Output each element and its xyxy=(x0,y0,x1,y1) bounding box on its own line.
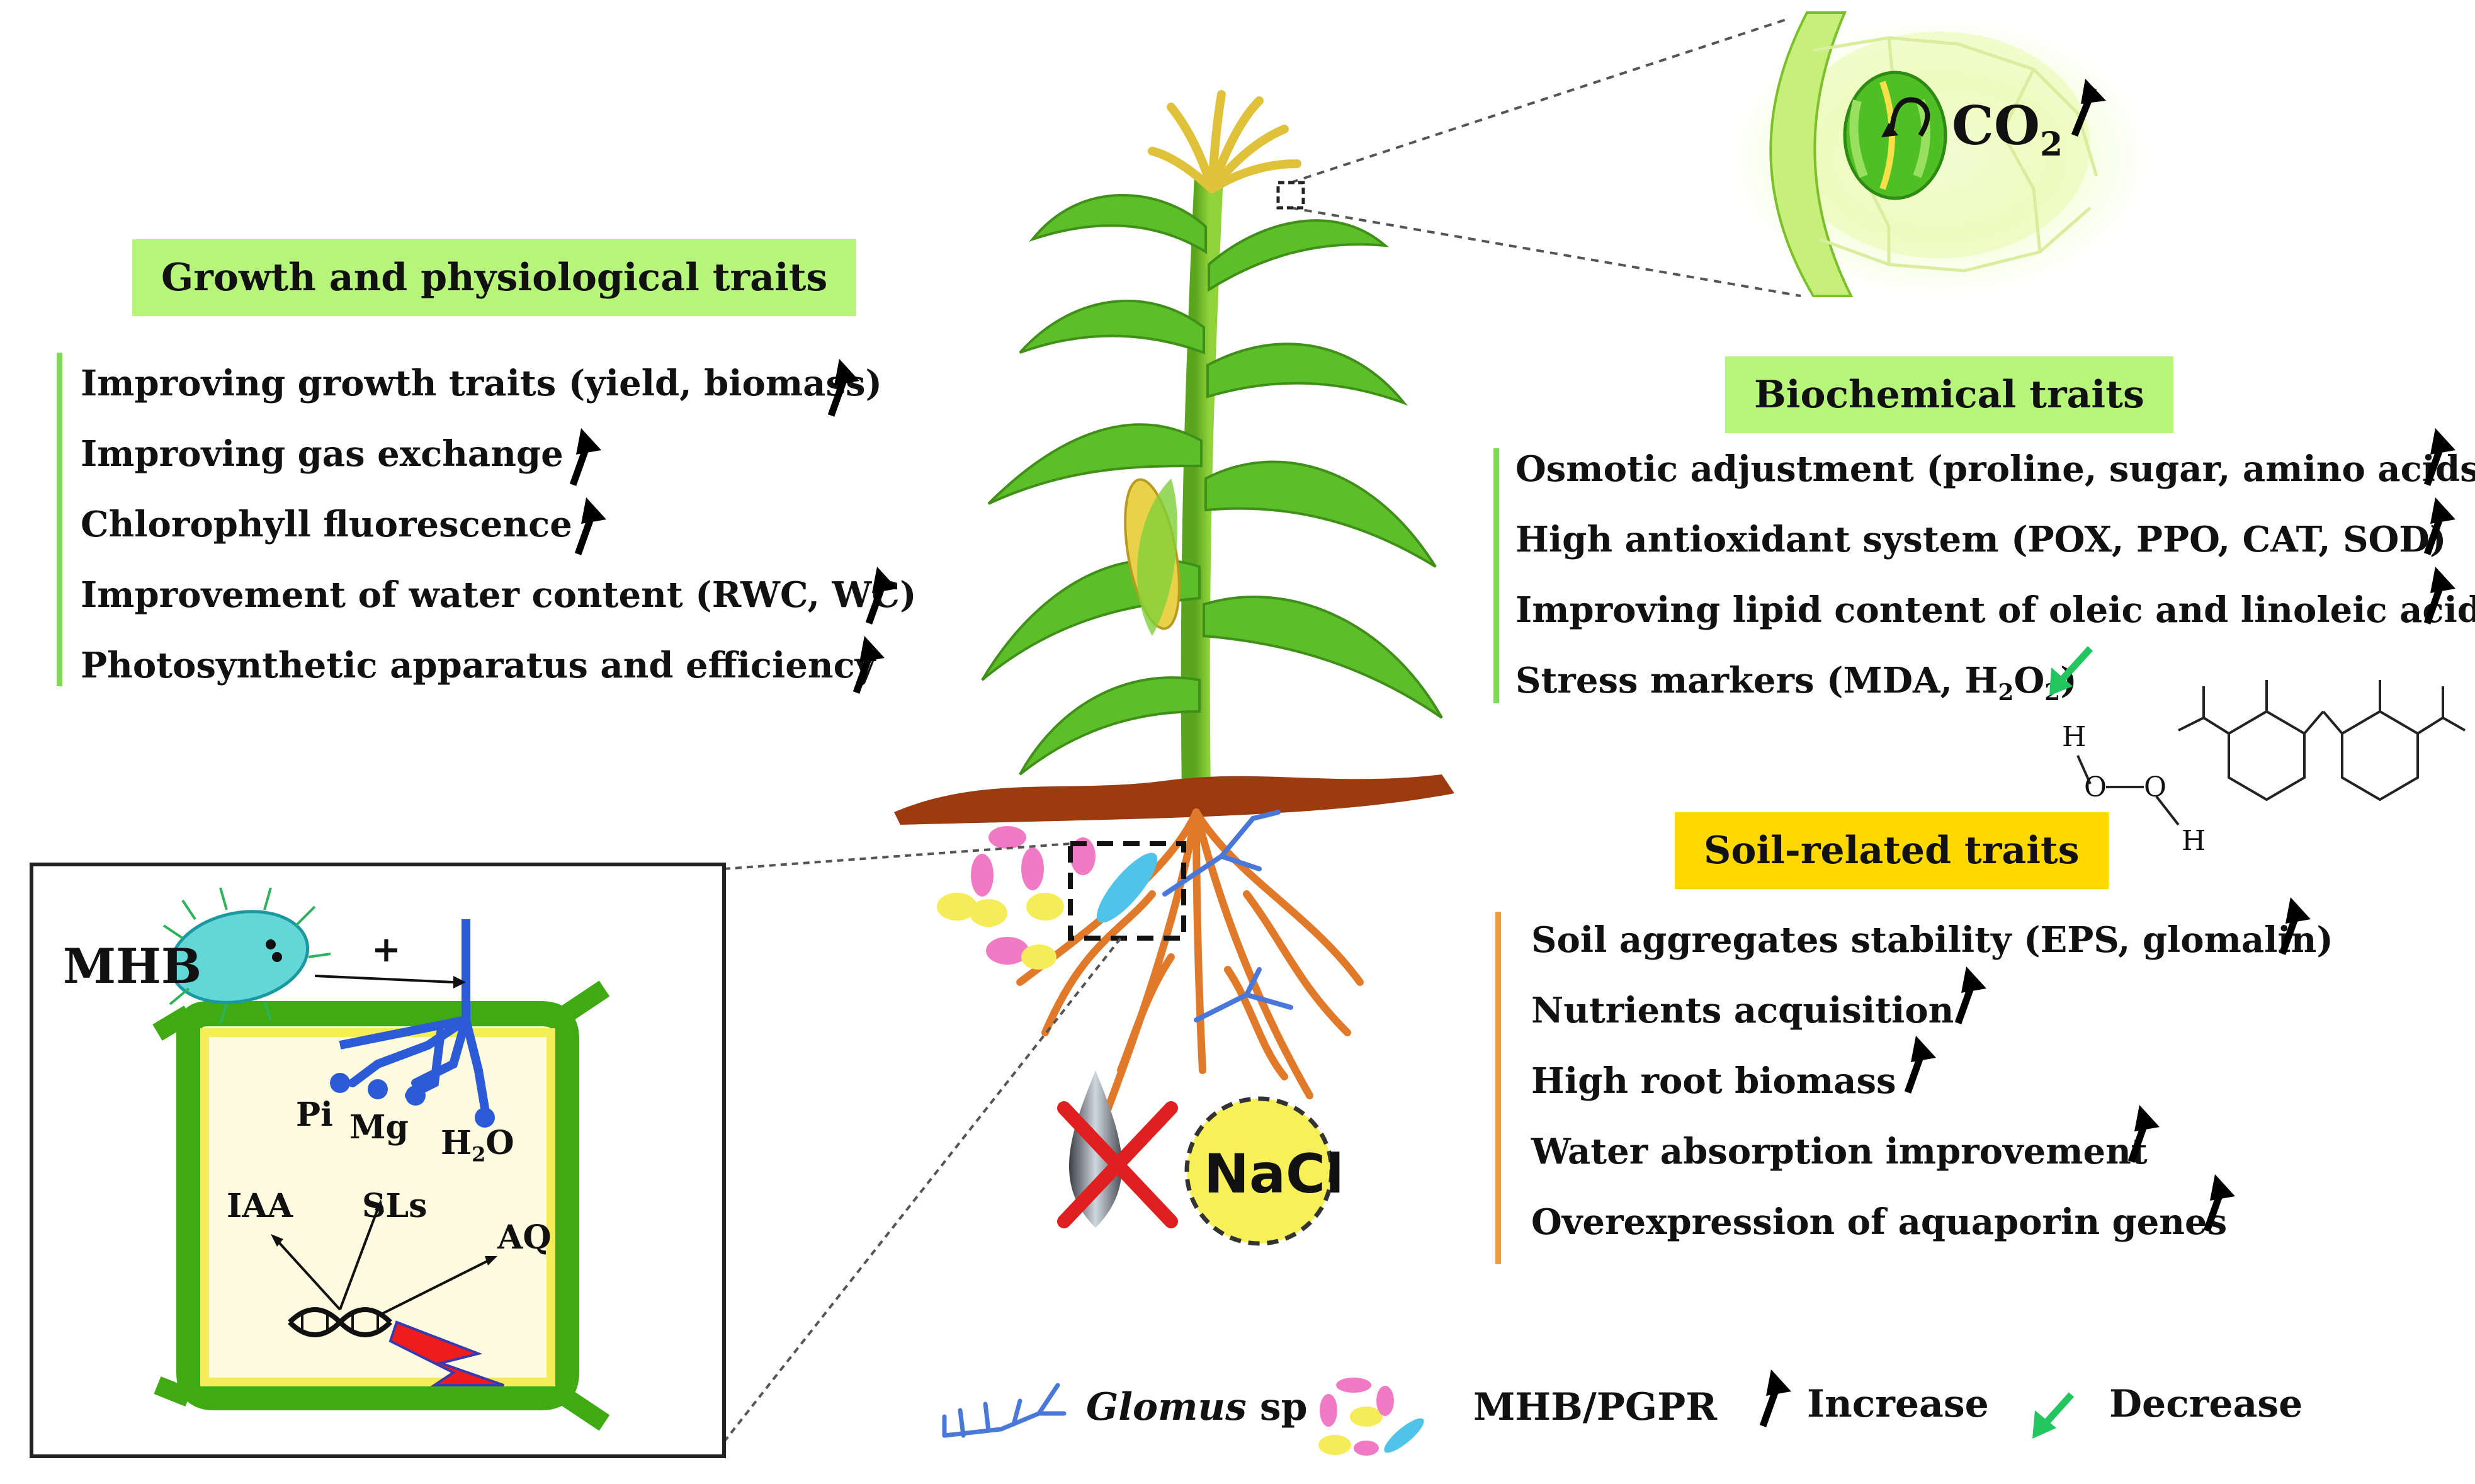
growth-bar xyxy=(57,353,62,686)
growth-item-4: Photosynthetic apparatus and efficiency xyxy=(81,645,876,686)
nacl-label: NaCl xyxy=(1204,1143,1344,1206)
growth-item-2: Chlorophyll fluorescence xyxy=(81,504,572,545)
o-atom-2: O xyxy=(2144,771,2167,803)
legend-mhb-pgpr: MHB/PGPR xyxy=(1473,1385,1718,1429)
mg-label: Mg xyxy=(349,1108,409,1147)
increase-arrow-icon xyxy=(865,567,897,625)
soil-item-2: High root biomass xyxy=(1531,1060,1896,1102)
increase-arrow-icon xyxy=(1904,1036,1936,1094)
increase-arrow-icon xyxy=(827,359,859,417)
increase-arrow-icon xyxy=(2279,897,2311,955)
sls-label: SLs xyxy=(362,1187,428,1225)
legend-decrease: Decrease xyxy=(2109,1382,2303,1426)
leaf-zoom xyxy=(1276,11,2153,299)
growth-item-0: Improving growth traits (yield, biomass) xyxy=(81,363,882,404)
iaa-label: IAA xyxy=(227,1187,293,1225)
biochemical-item-1: High antioxidant system (POX, PPO, CAT, … xyxy=(1515,519,2447,560)
increase-arrow-icon xyxy=(2423,428,2455,486)
soil-header: Soil-related traits xyxy=(1675,812,2109,889)
growth-header: Growth and physiological traits xyxy=(132,239,857,316)
h-atom-2: H xyxy=(2182,825,2206,857)
co2-label: CO2 xyxy=(1952,94,2063,164)
biochemical-header: Biochemical traits xyxy=(1725,356,2173,433)
biochemical-item-0: Osmotic adjustment (proline, sugar, amin… xyxy=(1515,448,2475,490)
soil-item-1: Nutrients acquisition xyxy=(1531,990,1954,1031)
plus-sign: + xyxy=(371,929,401,970)
cell-inset xyxy=(30,842,1122,1458)
legend-icons xyxy=(942,1378,1424,1456)
soil-and-roots xyxy=(894,774,1454,1246)
mhb-label: MHB xyxy=(63,938,202,994)
increase-arrow-icon xyxy=(852,636,885,694)
increase-arrow-icon xyxy=(1954,966,1986,1024)
h2o-label: H2O xyxy=(441,1124,514,1167)
aq-label: AQ xyxy=(497,1218,552,1257)
increase-arrow-icon xyxy=(2127,1105,2160,1163)
soil-bar xyxy=(1495,912,1501,1264)
increase-arrow-icon xyxy=(1759,1369,1791,1427)
biochemical-bar xyxy=(1493,448,1499,703)
increase-arrow-icon xyxy=(574,497,606,555)
microbe-cluster-icon xyxy=(1318,1378,1424,1456)
pi-label: Pi xyxy=(296,1096,333,1134)
soil-item-3: Water absorption improvement xyxy=(1531,1131,2148,1172)
increase-arrow-icon xyxy=(2203,1174,2235,1232)
increase-arrow-icon xyxy=(2423,497,2455,555)
soil-item-4: Overexpression of aquaporin genes xyxy=(1531,1201,2228,1243)
soil-item-0: Soil aggregates stability (EPS, glomalin… xyxy=(1531,919,2333,961)
increase-arrow-icon xyxy=(569,428,601,486)
decrease-arrow-icon xyxy=(2049,646,2093,696)
glomus-icon xyxy=(942,1383,1067,1438)
decrease-arrow-icon xyxy=(2032,1392,2075,1439)
chemical-structures xyxy=(2076,680,2466,826)
biochemical-item-2: Improving lipid content of oleic and lin… xyxy=(1515,589,2475,631)
maize-plant xyxy=(981,90,1443,794)
legend-increase: Increase xyxy=(1807,1382,1989,1426)
growth-item-1: Improving gas exchange xyxy=(81,433,564,475)
legend-glomus: Glomus sp xyxy=(1086,1385,1308,1429)
o-atom-1: O xyxy=(2084,771,2107,803)
h-atom-1: H xyxy=(2062,721,2087,753)
growth-item-3: Improvement of water content (RWC, WC) xyxy=(81,574,917,616)
increase-arrow-icon xyxy=(2423,567,2455,625)
